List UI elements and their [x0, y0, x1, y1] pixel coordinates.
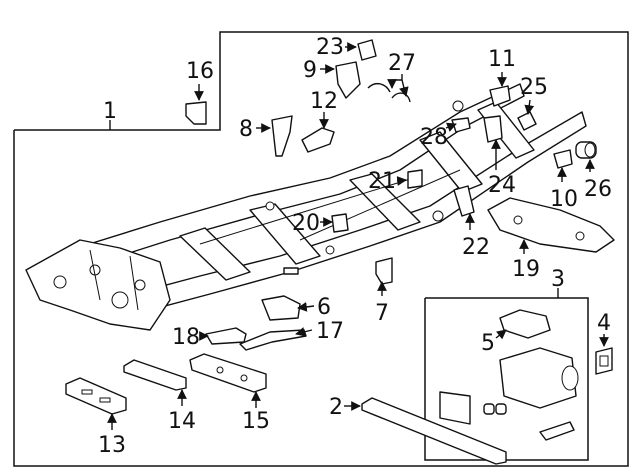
part-19-crossmember — [487, 197, 615, 253]
part-11-bracket — [489, 85, 511, 107]
part-21-bracket — [407, 169, 423, 189]
callout-5: 5 — [481, 331, 495, 356]
part-10-mount — [553, 149, 573, 169]
callout-9: 9 — [303, 58, 317, 83]
callout-8: 8 — [239, 117, 253, 142]
callout-13: 13 — [98, 433, 126, 458]
callout-23: 23 — [316, 35, 344, 60]
part-13-plate — [65, 377, 127, 415]
part-3-crossmember-assembly — [439, 347, 579, 441]
part-20-bracket — [331, 213, 349, 233]
callout-17: 17 — [316, 319, 344, 344]
part-25-bracket — [517, 111, 537, 131]
callout-25: 25 — [520, 75, 548, 100]
part-8-bracket — [271, 115, 293, 157]
callout-15: 15 — [242, 409, 270, 434]
callout-2: 2 — [329, 395, 343, 420]
part-12-bracket — [301, 127, 335, 153]
part-6-bracket — [261, 295, 301, 321]
part-2-bar — [361, 397, 507, 465]
callout-12: 12 — [310, 89, 338, 114]
part-17-bracket — [239, 329, 307, 351]
callout-10: 10 — [550, 187, 578, 212]
callout-labels: 1 2 3 4 5 6 7 8 9 10 11 12 13 14 15 16 1… — [98, 35, 612, 458]
callout-26: 26 — [584, 177, 612, 202]
part-16-bracket — [185, 101, 207, 125]
callout-1: 1 — [103, 99, 117, 124]
callout-18: 18 — [172, 325, 200, 350]
part-7-bracket — [375, 257, 393, 285]
part-15-plate — [189, 353, 267, 393]
callout-20: 20 — [292, 211, 320, 236]
part-24-bracket — [483, 115, 503, 143]
callout-14: 14 — [168, 409, 196, 434]
callout-27: 27 — [388, 51, 416, 76]
assembly-box-crossmember — [424, 297, 589, 461]
part-18-bracket — [205, 327, 247, 345]
part-23-bracket — [357, 39, 377, 61]
part-22-bracket — [453, 185, 475, 217]
callout-4: 4 — [597, 311, 611, 336]
callout-28: 28 — [420, 125, 448, 150]
callout-3: 3 — [551, 267, 565, 292]
part-14-plate — [123, 359, 187, 391]
callout-11: 11 — [488, 47, 516, 72]
callout-21: 21 — [368, 169, 396, 194]
callout-19: 19 — [512, 257, 540, 282]
leader-lines — [107, 42, 609, 430]
part-26-bushing — [575, 141, 597, 159]
part-5-bracket — [499, 309, 551, 339]
callout-6: 6 — [317, 295, 331, 320]
callout-24: 24 — [488, 173, 516, 198]
part-9-bracket — [335, 61, 361, 99]
callout-7: 7 — [375, 301, 389, 326]
part-4-pad — [595, 347, 613, 375]
assembly-box-frame — [13, 31, 629, 467]
callout-22: 22 — [462, 235, 490, 260]
callout-16: 16 — [186, 59, 214, 84]
frame-assembly-illustration — [25, 83, 587, 331]
